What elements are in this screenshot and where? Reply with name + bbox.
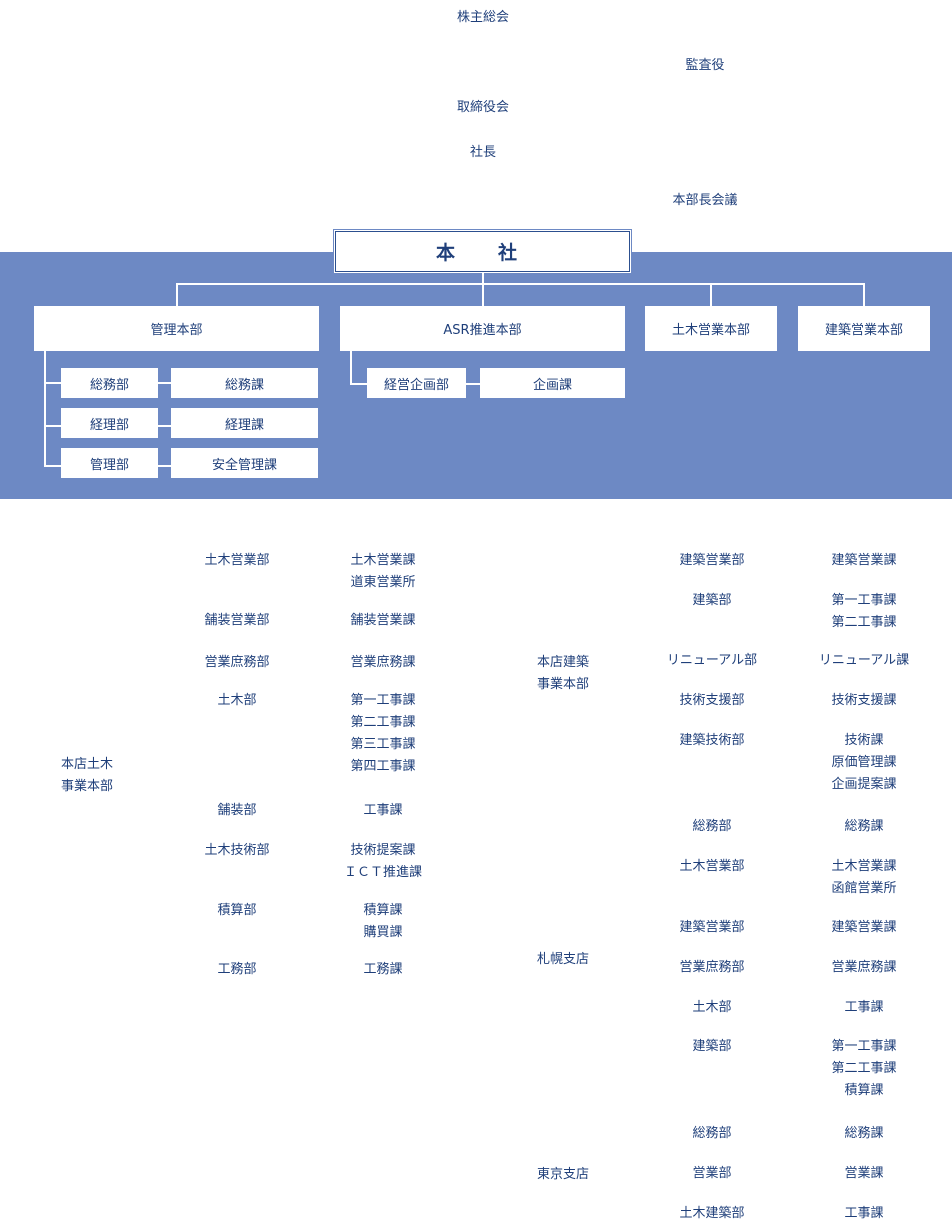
civil-section: 土木営業課 <box>350 553 416 568</box>
arch-section: 第二工事課 <box>831 615 897 630</box>
civil-section: 第四工事課 <box>350 759 416 774</box>
division-admin: 管理本部 <box>34 306 319 351</box>
connector <box>44 382 61 384</box>
civil-dept: 積算部 <box>217 903 257 918</box>
sapporo-section: 工事課 <box>844 1000 884 1015</box>
sapporo-dept: 総務部 <box>692 819 732 834</box>
civil-dept: 土木技術部 <box>204 843 270 858</box>
connector <box>350 383 367 385</box>
tokyo-section: 営業課 <box>844 1166 884 1181</box>
civil-section: 第一工事課 <box>350 693 416 708</box>
division-arch-sales: 建築営業本部 <box>798 306 930 351</box>
connector <box>350 351 352 385</box>
arch-dept: リニューアル部 <box>666 653 758 668</box>
connector <box>44 425 61 427</box>
sapporo-section: 建築営業課 <box>831 920 897 935</box>
admin-section-box: 総務課 <box>171 368 318 398</box>
civil-section: 技術提案課 <box>350 843 416 858</box>
sapporo-dept: 土木部 <box>692 1000 732 1015</box>
civil-section: ＩＣＴ推進課 <box>343 865 423 880</box>
civil-dept: 舗装部 <box>217 803 257 818</box>
civil-dept: 舗装営業部 <box>204 613 270 628</box>
connector <box>158 425 171 427</box>
arch-section: リニューアル課 <box>818 653 910 668</box>
sapporo-section: 積算課 <box>844 1083 884 1098</box>
arch-section: 建築営業課 <box>831 553 897 568</box>
connector <box>158 465 171 467</box>
asr-dept-box: 経営企画部 <box>367 368 466 398</box>
connector <box>44 465 61 467</box>
sapporo-dept: 建築営業部 <box>679 920 745 935</box>
arch-section: 企画提案課 <box>831 777 897 792</box>
civil-dept: 営業庶務部 <box>204 655 270 670</box>
sapporo-name: 札幌支店 <box>536 952 590 967</box>
tokyo-name: 東京支店 <box>536 1167 590 1182</box>
sapporo-dept: 土木営業部 <box>679 859 745 874</box>
hq-box: 本 社 <box>335 231 630 272</box>
arch-dept: 建築営業部 <box>679 553 745 568</box>
arch-section: 第一工事課 <box>831 593 897 608</box>
civil-name: 事業本部 <box>60 779 114 794</box>
civil-section: 工事課 <box>363 803 403 818</box>
admin-dept-box: 管理部 <box>61 448 158 478</box>
tokyo-dept: 土木建築部 <box>679 1206 745 1221</box>
shareholders-meeting: 株主総会 <box>456 10 510 25</box>
civil-section: 舗装営業課 <box>350 613 416 628</box>
tokyo-dept: 総務部 <box>692 1126 732 1141</box>
sapporo-section: 営業庶務課 <box>831 960 897 975</box>
civil-section: 購買課 <box>363 925 403 940</box>
division-heads-meeting: 本部長会議 <box>672 193 738 208</box>
admin-section-box: 経理課 <box>171 408 318 438</box>
asr-section-box: 企画課 <box>480 368 625 398</box>
arch-name: 本店建築 <box>536 655 590 670</box>
connector <box>44 351 46 467</box>
civil-dept: 土木部 <box>217 693 257 708</box>
civil-dept: 工務部 <box>217 962 257 977</box>
connector <box>158 382 171 384</box>
tokyo-section: 工事課 <box>844 1206 884 1221</box>
arch-section: 技術課 <box>844 733 884 748</box>
civil-section: 積算課 <box>363 903 403 918</box>
arch-section: 技術支援課 <box>831 693 897 708</box>
arch-dept: 技術支援部 <box>679 693 745 708</box>
arch-name: 事業本部 <box>536 677 590 692</box>
admin-dept-box: 経理部 <box>61 408 158 438</box>
sapporo-section: 総務課 <box>844 819 884 834</box>
division-civil-sales: 土木営業本部 <box>645 306 777 351</box>
headquarters-band <box>0 252 952 499</box>
connector <box>176 283 865 285</box>
sapporo-dept: 営業庶務部 <box>679 960 745 975</box>
civil-name: 本店土木 <box>60 757 114 772</box>
sapporo-section: 第一工事課 <box>831 1039 897 1054</box>
connector <box>482 272 484 285</box>
sapporo-section: 第二工事課 <box>831 1061 897 1076</box>
connector <box>863 283 865 306</box>
admin-dept-box: 総務部 <box>61 368 158 398</box>
connector <box>466 383 480 385</box>
civil-section: 工務課 <box>363 962 403 977</box>
sapporo-section: 土木営業課 <box>831 859 897 874</box>
civil-section: 第三工事課 <box>350 737 416 752</box>
connector <box>482 283 484 306</box>
tokyo-dept: 営業部 <box>692 1166 732 1181</box>
arch-section: 原価管理課 <box>831 755 897 770</box>
civil-dept: 土木営業部 <box>204 553 270 568</box>
auditor: 監査役 <box>685 58 725 73</box>
arch-dept: 建築技術部 <box>679 733 745 748</box>
arch-dept: 建築部 <box>692 593 732 608</box>
tokyo-section: 総務課 <box>844 1126 884 1141</box>
president: 社長 <box>469 145 497 160</box>
sapporo-dept: 建築部 <box>692 1039 732 1054</box>
civil-section: 営業庶務課 <box>350 655 416 670</box>
civil-section: 第二工事課 <box>350 715 416 730</box>
connector <box>710 283 712 306</box>
board-of-directors: 取締役会 <box>456 100 510 115</box>
connector <box>176 283 178 306</box>
admin-section-box: 安全管理課 <box>171 448 318 478</box>
sapporo-section: 函館営業所 <box>831 881 897 896</box>
civil-section: 道東営業所 <box>350 575 416 590</box>
division-asr: ASR推進本部 <box>340 306 625 351</box>
